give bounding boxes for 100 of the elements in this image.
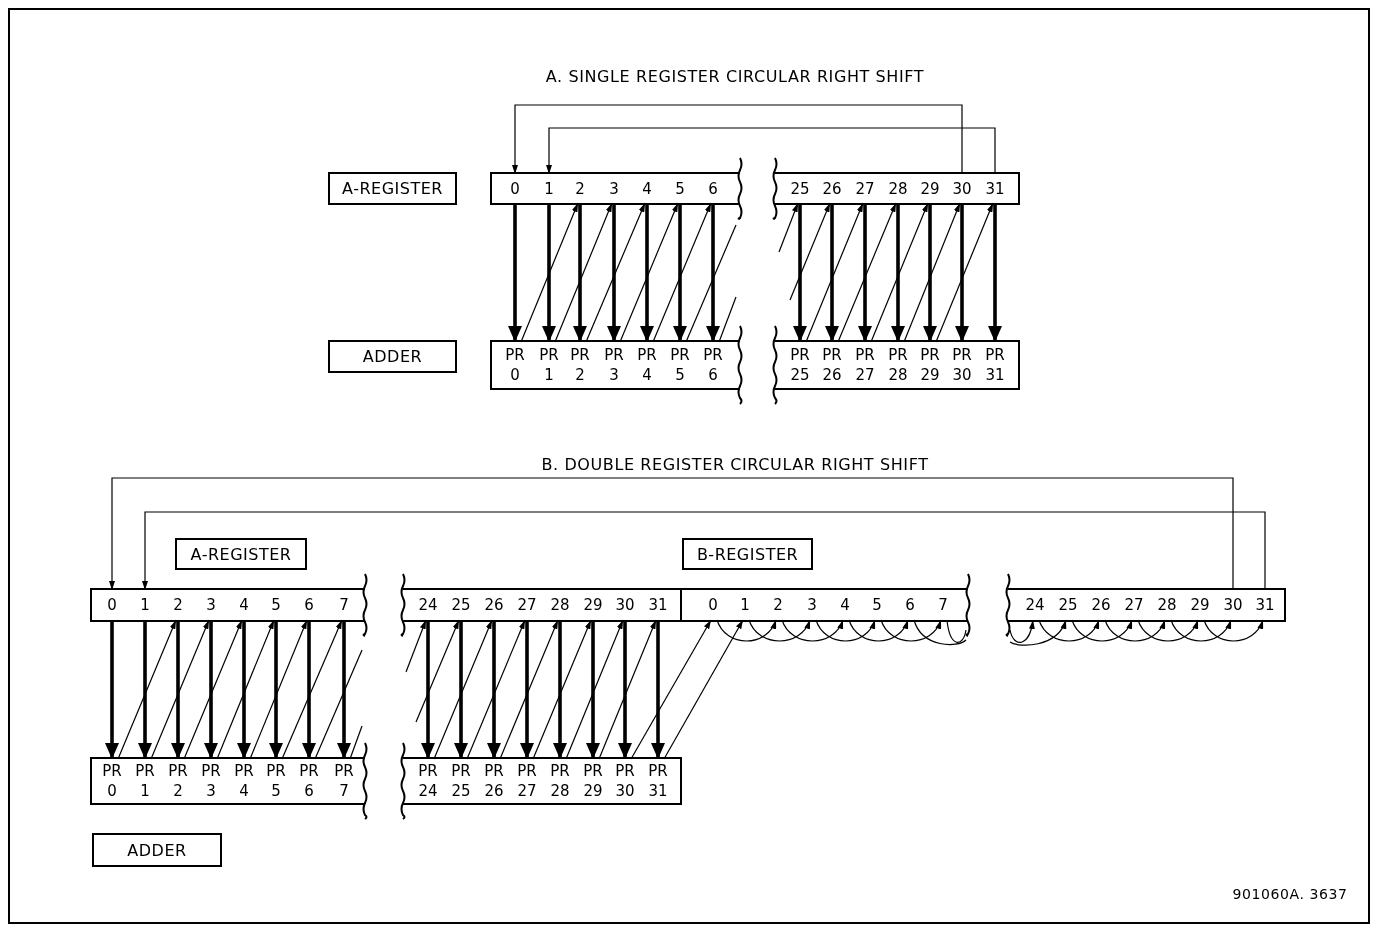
bit-number: 0 [501,174,529,203]
arrow [546,127,996,175]
adder-bit-label: PR 0 [501,342,529,388]
arrow [781,619,844,642]
register-box [403,588,682,622]
arrow [1137,619,1199,642]
arrow [499,619,559,760]
register-label: B-REGISTER [682,538,813,570]
arrow [870,202,929,343]
adder-bit-label: PR 31 [981,342,1009,388]
arrow [405,619,427,673]
bit-number: 27 [513,590,541,620]
arrow [542,203,556,342]
arrow [466,619,526,760]
arrow [553,620,567,759]
connector-line [685,224,737,343]
arrow [204,620,218,759]
arrow [487,620,501,759]
bit-number: 4 [831,590,859,620]
adder-bit-label: PR 25 [786,342,814,388]
arrow [508,203,522,342]
connector-line [913,619,967,646]
register-label: A-REGISTER [175,538,307,570]
arrow [1071,619,1133,642]
register-box [490,172,740,205]
adder-bit-label: PR 0 [98,759,126,803]
arrow [138,620,152,759]
bit-number: 1 [131,590,159,620]
arrow [150,619,210,760]
bit-number: 0 [98,590,126,620]
arrow [825,203,839,342]
arrow [1170,619,1232,642]
adder-bit-label: PR 6 [699,342,727,388]
bit-number: 0 [699,590,727,620]
arrow [302,620,316,759]
adder-box [490,340,740,390]
bit-number: 29 [916,174,944,203]
adder-bit-label: PR 27 [851,342,879,388]
arrow [142,511,1266,591]
bit-number: 28 [546,590,574,620]
arrow [454,620,468,759]
arrow [585,202,646,343]
bit-number: 30 [611,590,639,620]
arrow [586,620,600,759]
adder-bit-label: PR 4 [230,759,258,803]
bit-number: 27 [1120,590,1148,620]
arrow [793,203,807,342]
bit-number: 2 [566,174,594,203]
bit-number: 26 [1087,590,1115,620]
arrow [598,619,657,760]
adder-bit-label: PR 24 [414,759,442,803]
title-text: B. DOUBLE REGISTER CIRCULAR RIGHT SHIFT [541,455,929,474]
bit-number: 24 [414,590,442,620]
arrow [532,619,592,760]
register-box [682,588,968,622]
arrow [1009,619,1035,643]
arrow [415,619,460,723]
bit-number: 30 [1219,590,1247,620]
arrow [663,619,744,760]
bit-number: 6 [896,590,924,620]
adder-label: ADDER [328,340,457,373]
bit-number: 28 [1153,590,1181,620]
bit-number: 3 [197,590,225,620]
arrow [778,202,799,253]
connector-line [718,296,737,343]
bit-number: 25 [786,174,814,203]
adder-bit-label: PR 2 [566,342,594,388]
arrow [520,202,579,343]
bit-number: 4 [230,590,258,620]
arrow [281,619,343,760]
arrow [1104,619,1166,642]
adder-bit-label: PR 2 [164,759,192,803]
arrow [716,619,777,642]
arrow [805,202,864,343]
arrow [955,203,969,342]
arrow [706,203,720,342]
bit-number: 2 [764,590,792,620]
arrow [1009,619,1067,646]
arrow [337,620,351,759]
adder-box [403,757,682,805]
bit-number: 29 [1186,590,1214,620]
arrow [988,203,1002,342]
adder-box [775,340,1020,390]
adder-bit-label: PR 31 [644,759,672,803]
connector-line [946,619,967,643]
arrow [607,203,621,342]
adder-bit-label: PR 29 [916,342,944,388]
adder-bit-label: PR 28 [546,759,574,803]
adder-bit-label: PR 6 [295,759,323,803]
adder-bit-label: PR 26 [480,759,508,803]
arrow [565,619,624,760]
arrow [923,203,937,342]
bit-number: 30 [948,174,976,203]
adder-bit-label: PR 29 [579,759,607,803]
arrow [848,619,909,642]
bit-number: 6 [699,174,727,203]
bit-number: 29 [579,590,607,620]
bit-number: 4 [633,174,661,203]
bit-number: 26 [480,590,508,620]
bit-number: 28 [884,174,912,203]
